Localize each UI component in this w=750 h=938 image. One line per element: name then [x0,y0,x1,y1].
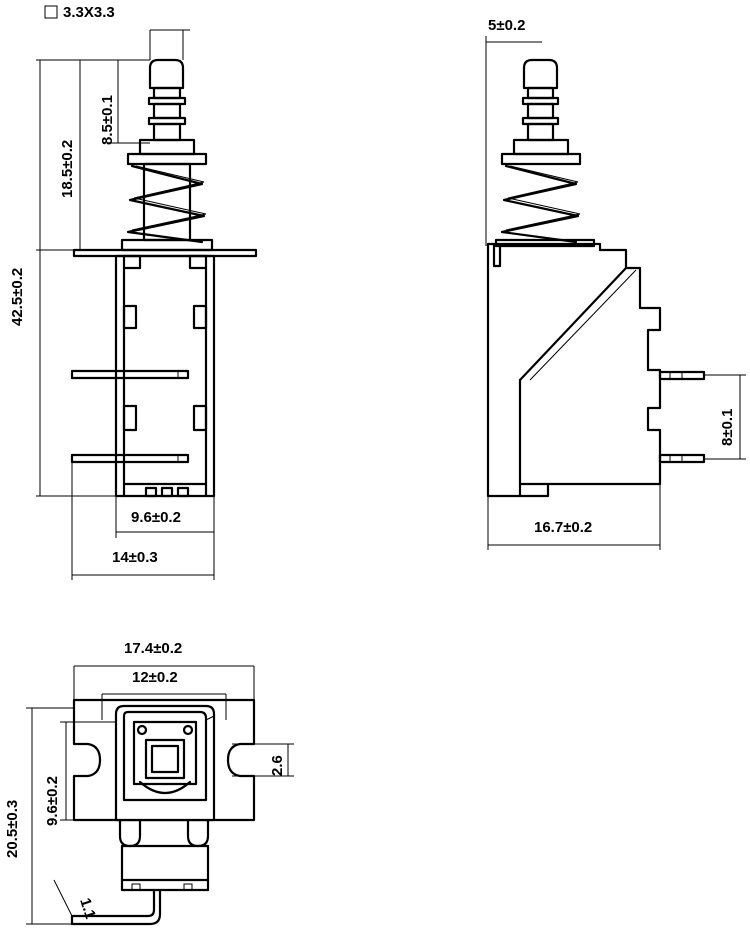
body-width-dim: 9.6±0.2 [131,509,181,526]
hole-pitch-dim: 12±0.2 [132,669,178,686]
actuator-height-dim: 18.5±0.2 [59,140,76,198]
side-dimensions [487,374,746,550]
body-depth-dim: 16.7±0.2 [534,519,592,536]
side-view: 5±0.2 [485,17,746,550]
square-symbol-icon [44,5,58,19]
front-dimensions [36,29,215,580]
side-plunger [494,58,596,248]
stem-size-label: 3.3X3.3 [63,4,115,21]
bottom-housing [70,704,216,926]
spring [126,164,207,244]
overall-width-dim: 17.4±0.2 [124,640,182,657]
bottom-flange-plate [72,698,256,822]
stem-length-dim: 8.5±0.1 [99,95,116,145]
front-view: 3.3X3.3 [9,4,258,580]
inner-height-dim: 9.6±0.2 [44,776,61,826]
side-body [486,242,662,498]
slot-width-dim: 2.6 [269,755,286,776]
flange-width-dim: 14±0.3 [112,549,158,566]
plunger [126,58,208,242]
overall-height-dim: 42.5±0.2 [9,268,26,326]
side-terminals [658,370,706,464]
terminals [70,369,190,464]
bottom-view: 17.4±0.2 12±0.2 [4,640,294,926]
bottom-overall-height-dim: 20.5±0.3 [4,800,21,858]
stem-offset-dim: 5±0.2 [488,17,525,34]
pin-pitch-dim: 8±0.1 [719,409,736,446]
bottom-dimensions [26,707,294,925]
terminal-thickness-dim: 1.1 [76,896,99,921]
switch-body [114,254,216,498]
